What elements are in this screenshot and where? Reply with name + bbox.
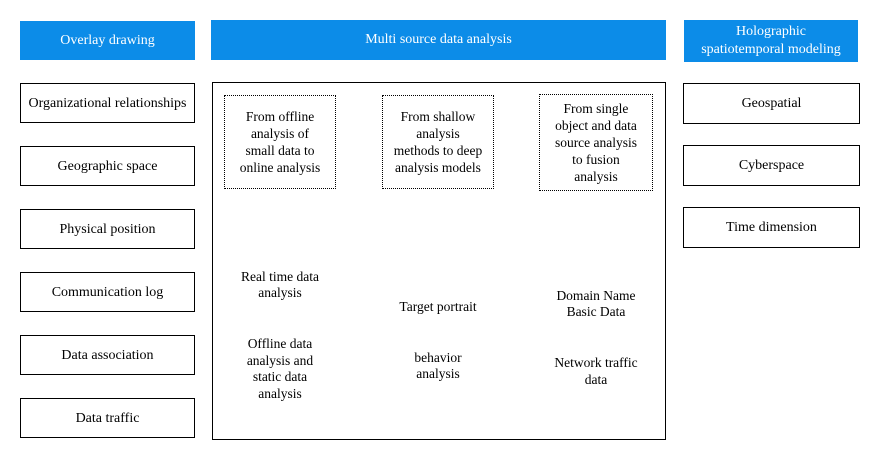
left-item-geographic-space: Geographic space: [20, 146, 195, 186]
transition-shallow-to-deep: From shallow analysis methods to deep an…: [382, 95, 494, 189]
domain-name-basic-data-label: Domain Name Basic Data: [556, 287, 636, 320]
right-item-time-dimension: Time dimension: [683, 207, 860, 248]
multi-source-analysis-panel: From offline analysis of small data to o…: [212, 82, 666, 440]
left-item-data-association: Data association: [20, 335, 195, 375]
analysis-group-domain-network: Domain Name Basic Data Network traffic d…: [535, 271, 657, 423]
right-item-geospatial: Geospatial: [683, 83, 860, 124]
realtime-data-analysis-label: Real time data analysis: [241, 268, 319, 301]
overlay-drawing-header: Overlay drawing: [20, 21, 195, 60]
left-item-data-traffic: Data traffic: [20, 398, 195, 438]
transition-single-to-fusion: From single object and data source analy…: [539, 94, 653, 191]
right-item-cyberspace: Cyberspace: [683, 145, 860, 186]
target-portrait-label: Target portrait: [399, 298, 477, 314]
left-item-physical-position: Physical position: [20, 209, 195, 249]
behavior-analysis-label: behavior analysis: [414, 349, 462, 382]
analysis-group-portrait-behavior: Target portrait behavior analysis: [380, 282, 496, 417]
multi-source-data-analysis-header: Multi source data analysis: [211, 20, 666, 60]
network-traffic-data-label: Network traffic data: [554, 355, 638, 387]
offline-static-analysis-label: Offline data analysis and static data an…: [246, 336, 314, 401]
left-item-organizational-relationships: Organizational relationships: [20, 83, 195, 123]
holographic-spatiotemporal-modeling-header: Holographic spatiotemporal modeling: [684, 20, 858, 62]
transition-offline-to-online: From offline analysis of small data to o…: [224, 95, 336, 189]
analysis-group-realtime-offline: Real time data analysis Offline data ana…: [221, 252, 339, 437]
left-item-communication-log: Communication log: [20, 272, 195, 312]
